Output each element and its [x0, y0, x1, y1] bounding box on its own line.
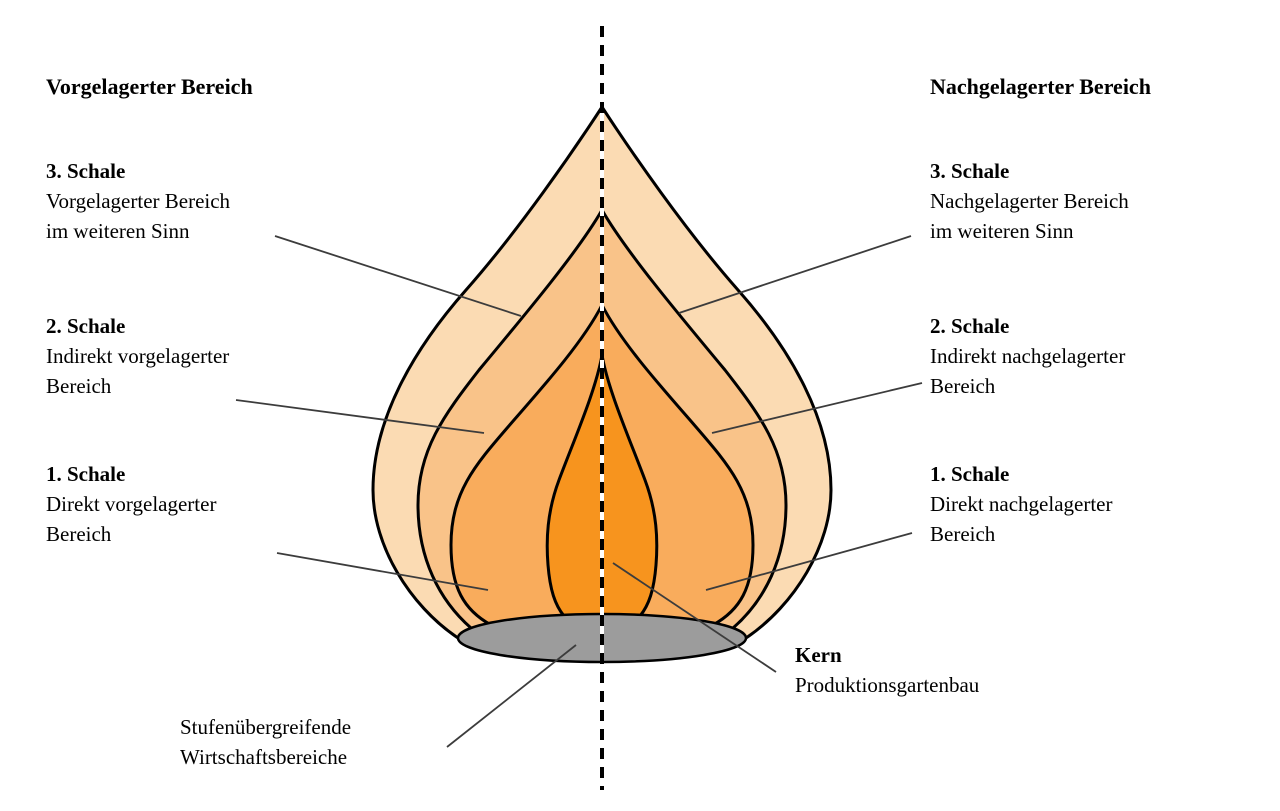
label-title: 1. Schale [930, 462, 1010, 486]
label-left-shell-2: 2. Schale Indirekt vorgelagerter Bereich [46, 311, 229, 401]
label-base-ellipse: Stufenübergreifende Wirtschaftsbereiche [180, 712, 351, 772]
label-title: 3. Schale [930, 159, 1010, 183]
label-right-shell-2: 2. Schale Indirekt nachgelagerter Bereic… [930, 311, 1125, 401]
label-left-shell-3: 3. Schale Vorgelagerter Bereich im weite… [46, 156, 230, 246]
connector-base-ellipse [446, 644, 577, 748]
label-kern: Kern Produktionsgartenbau [795, 640, 979, 700]
connector-left-shell-3 [274, 235, 522, 317]
label-right-shell-1: 1. Schale Direkt nachgelagerter Bereich [930, 459, 1112, 549]
label-title: 2. Schale [930, 314, 1010, 338]
label-title: 1. Schale [46, 462, 126, 486]
label-title: Kern [795, 643, 842, 667]
label-line: Bereich [46, 374, 112, 398]
connector-right-shell-2 [711, 382, 923, 434]
label-line: Bereich [930, 522, 996, 546]
label-line: Nachgelagerter Bereich [930, 189, 1129, 213]
label-line: Indirekt nachgelagerter [930, 344, 1126, 368]
label-line: Produktionsgartenbau [795, 673, 980, 697]
label-line: Stufenübergreifende [180, 715, 352, 739]
label-title: 2. Schale [46, 314, 126, 338]
header-nachgelagerter-bereich: Nachgelagerter Bereich [930, 74, 1151, 99]
label-line: Vorgelagerter Bereich [46, 189, 231, 213]
label-line: im weiteren Sinn [930, 219, 1074, 243]
label-line: Indirekt vorgelagerter [46, 344, 230, 368]
label-line: Direkt nachgelagerter [930, 492, 1113, 516]
connector-left-shell-2 [235, 399, 485, 434]
label-right-shell-3: 3. Schale Nachgelagerter Bereich im weit… [930, 156, 1129, 246]
label-line: Wirtschaftsbereiche [180, 745, 348, 769]
header-vorgelagerter-bereich: Vorgelagerter Bereich [46, 74, 253, 99]
connector-right-shell-3 [678, 235, 912, 314]
label-line: Bereich [46, 522, 112, 546]
label-left-shell-1: 1. Schale Direkt vorgelagerter Bereich [46, 459, 216, 549]
connector-right-shell-1 [705, 532, 913, 591]
label-line: im weiteren Sinn [46, 219, 190, 243]
label-title: 3. Schale [46, 159, 126, 183]
connector-left-shell-1 [276, 552, 489, 591]
label-line: Bereich [930, 374, 996, 398]
label-line: Direkt vorgelagerter [46, 492, 217, 516]
connector-kern [612, 562, 777, 673]
